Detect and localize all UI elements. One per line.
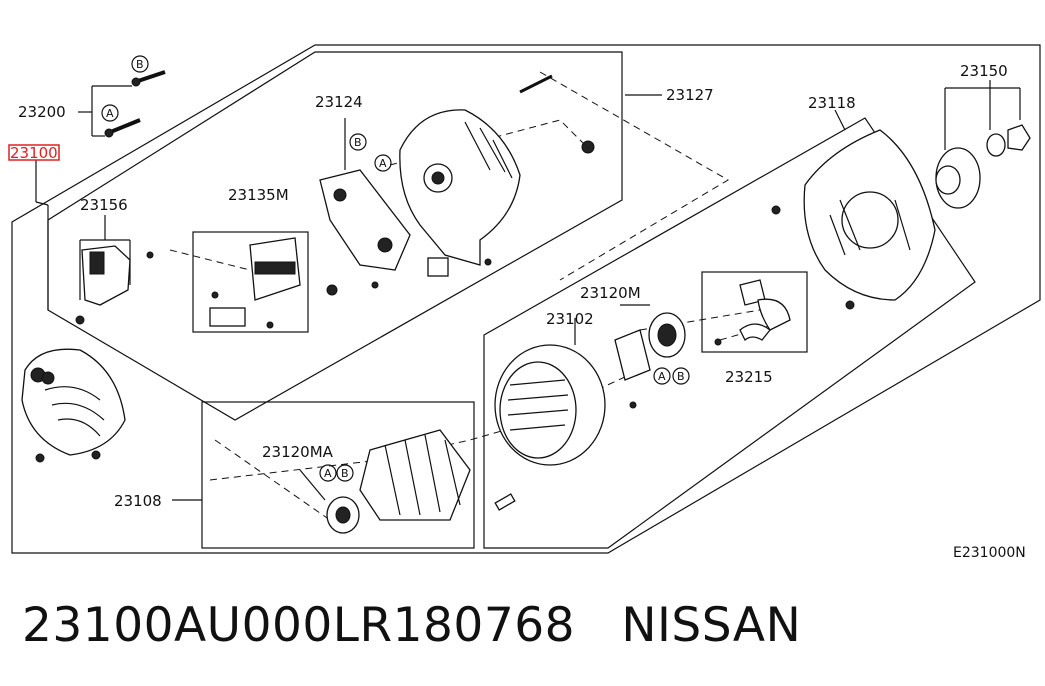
marker-b-housing: B [349, 133, 367, 151]
through-bolt-a [104, 118, 141, 138]
front-housing-part [771, 109, 936, 310]
marker-a-bolt: A [101, 104, 119, 122]
rotor-group-frame [201, 401, 475, 549]
callout-23102: 23102 [546, 310, 594, 328]
callout-23118: 23118 [808, 94, 856, 112]
callout-23156: 23156 [80, 196, 128, 214]
callout-23200: 23200 [18, 103, 66, 121]
bearing-part [614, 304, 686, 409]
highlight-box [8, 144, 60, 161]
marker-b-bolt: B [131, 55, 149, 73]
callout-23150: 23150 [960, 62, 1008, 80]
regulator-box [192, 231, 309, 333]
marker-a-bearing: A [653, 367, 671, 385]
callout-23108: 23108 [114, 492, 162, 510]
brush-set-part [714, 279, 791, 346]
rear-housing-part [399, 74, 595, 277]
callout-23215: 23215 [725, 368, 773, 386]
callout-23120MA: 23120MA [262, 443, 334, 461]
marker-b-bearing: B [672, 367, 690, 385]
callout-23124: 23124 [315, 93, 363, 111]
svg-text:B: B [677, 370, 685, 383]
brush-box [701, 271, 808, 353]
callout-23135M: 23135M [228, 186, 289, 204]
footer-caption: 23100AU000LR180768 NISSAN [22, 598, 801, 653]
callout-23120M: 23120M [580, 284, 641, 302]
marker-a-rotor: A [319, 464, 337, 482]
svg-text:A: A [324, 467, 332, 480]
svg-text:B: B [341, 467, 349, 480]
marker-b-rotor: B [336, 464, 354, 482]
svg-text:A: A [106, 107, 114, 120]
through-bolt-b [131, 70, 166, 87]
callout-23127: 23127 [666, 86, 714, 104]
svg-text:B: B [354, 136, 362, 149]
front-cover-part [21, 348, 126, 463]
regulator-part [146, 237, 301, 329]
brush-holder-part [319, 118, 411, 296]
part-number: 23100AU000LR180768 [22, 598, 576, 653]
diagram-code: E231000N [953, 545, 1026, 561]
svg-text:B: B [136, 58, 144, 71]
pulley-part [935, 80, 1031, 209]
svg-text:A: A [658, 370, 666, 383]
brand-name: NISSAN [621, 598, 802, 653]
marker-a-housing: A [374, 154, 392, 172]
exploded-view-drawing: B A B A A B A B 23200 23100 23156 23135M… [8, 44, 1041, 554]
callout-23100: 23100 [10, 144, 58, 162]
svg-text:A: A [379, 157, 387, 170]
terminal-bracket-part [75, 215, 131, 325]
outer-frame [11, 44, 1041, 554]
stator-part [494, 318, 606, 511]
rotor-part [299, 429, 471, 534]
